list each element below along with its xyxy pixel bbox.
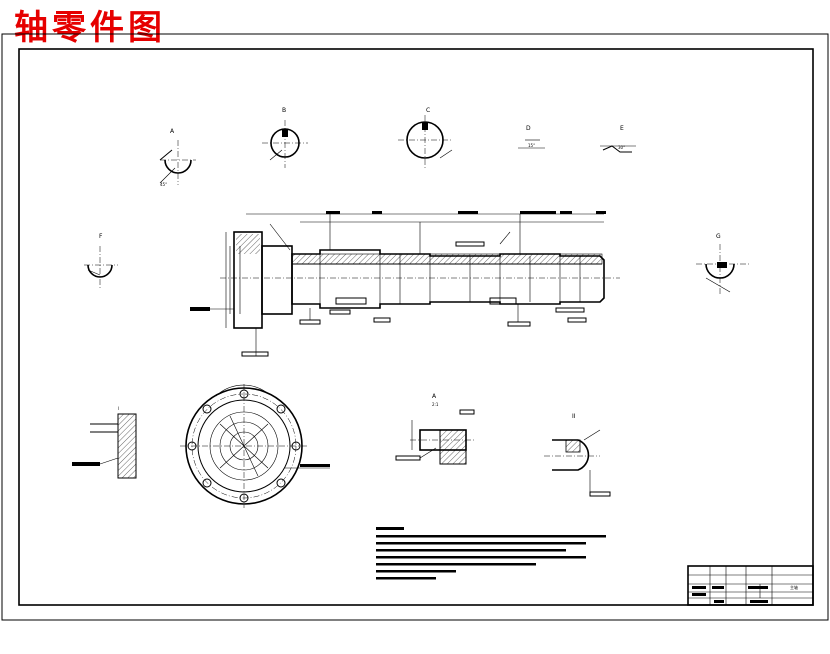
svg-text:I: I	[118, 406, 119, 411]
svg-text:C: C	[426, 107, 430, 114]
inner-border	[18, 48, 814, 606]
outer-border	[1, 33, 829, 621]
section-view-b: B	[262, 107, 308, 168]
detail-view-groove: II	[544, 413, 611, 497]
section-view-a: A 45°	[159, 128, 196, 187]
svg-text:F: F	[99, 233, 103, 240]
svg-text:B: B	[282, 107, 286, 114]
svg-text:E: E	[620, 125, 624, 132]
svg-text:45°: 45°	[160, 182, 167, 187]
title-block-name: 主轴	[790, 584, 798, 590]
section-view-left: F	[84, 233, 118, 290]
svg-text:D: D	[526, 125, 531, 132]
section-view-d: D 15°	[518, 125, 545, 149]
svg-text:G: G	[716, 233, 721, 240]
svg-text:A: A	[432, 393, 437, 400]
title-block: 主轴	[687, 565, 814, 606]
detail-view-flange-section: I	[72, 406, 137, 479]
section-view-c: C	[398, 107, 453, 168]
drawing-caption: 轴零件图	[14, 8, 166, 48]
technical-requirements-notes	[376, 527, 606, 580]
svg-text:30°: 30°	[618, 145, 625, 150]
svg-text:A: A	[170, 128, 175, 135]
svg-text:II: II	[572, 413, 576, 420]
flange-end-view	[180, 384, 330, 508]
section-view-right: G	[696, 233, 750, 295]
svg-text:2:1: 2:1	[432, 402, 439, 407]
svg-text:15°: 15°	[528, 143, 535, 148]
section-view-e: E 30°	[600, 125, 636, 153]
detail-view-keyway: A 2:1	[395, 393, 476, 465]
main-shaft-view	[190, 211, 620, 357]
